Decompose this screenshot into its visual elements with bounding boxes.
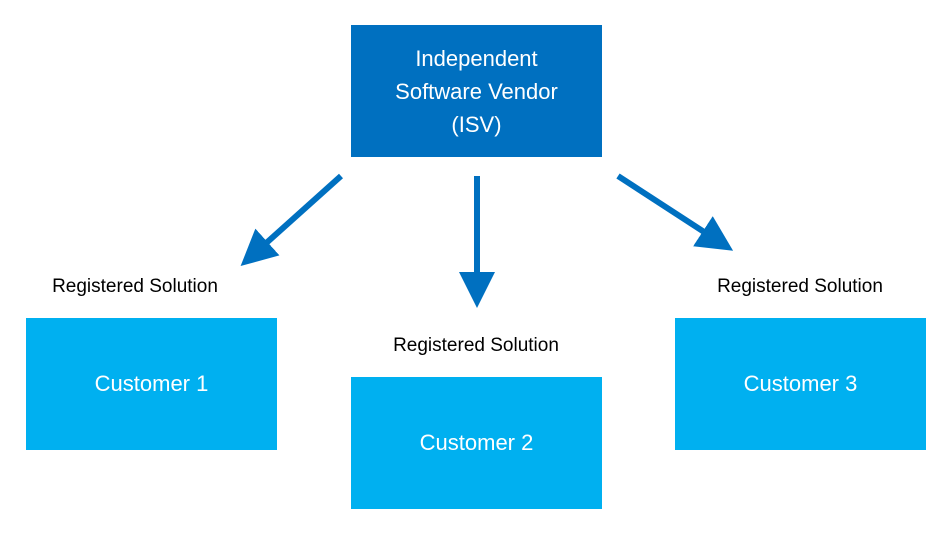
arrow-to-customer-1 bbox=[240, 173, 344, 267]
registered-solution-label-3: Registered Solution bbox=[717, 276, 883, 297]
isv-box: Independent Software Vendor (ISV) bbox=[351, 25, 602, 157]
arrow-to-customer-3 bbox=[616, 173, 734, 251]
registered-solution-label-2: Registered Solution bbox=[393, 335, 559, 356]
customer-1-box: Customer 1 bbox=[26, 318, 277, 450]
customer-3-box: Customer 3 bbox=[675, 318, 926, 450]
customer-2-box: Customer 2 bbox=[351, 377, 602, 509]
registered-solution-label-1: Registered Solution bbox=[52, 276, 218, 297]
